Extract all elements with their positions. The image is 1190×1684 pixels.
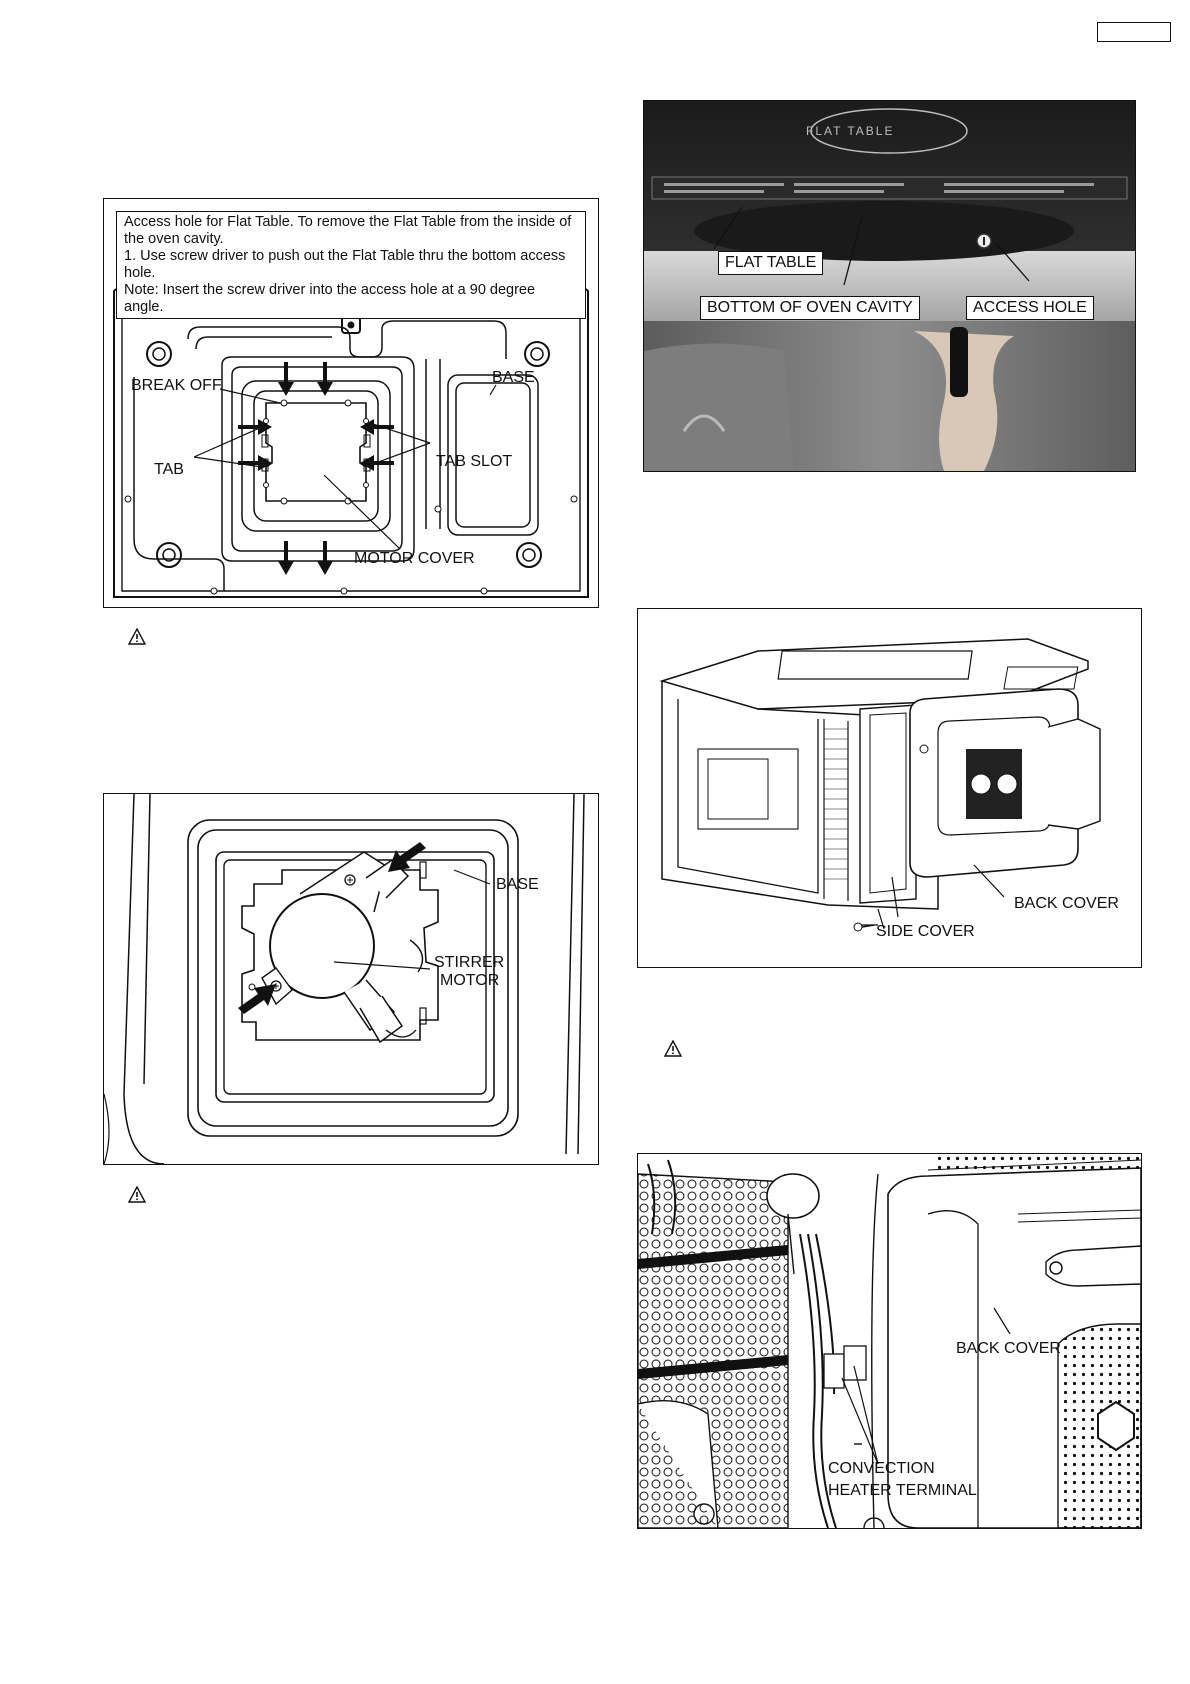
convection-label: CONVECTION (828, 1460, 935, 1477)
stirrer-motor-drawing (104, 794, 585, 1164)
oven-assembly-drawing (659, 638, 1101, 932)
warning-icon (664, 1040, 682, 1057)
figure-stirrer-motor: BASE STIRRER MOTOR (103, 793, 599, 1165)
base-label: BASE (492, 369, 535, 386)
note-line: 1. Use screw driver to push out the Flat… (124, 248, 566, 281)
flat-table-photo (644, 101, 1135, 471)
access-hole-label: ACCESS HOLE (966, 296, 1094, 320)
side-cover-label: SIDE COVER (876, 923, 975, 940)
note-line: Access hole for Flat Table. To remove th… (124, 214, 572, 247)
bottom-of-oven-cavity-label: BOTTOM OF OVEN CAVITY (700, 296, 920, 320)
page-number-box (1097, 22, 1171, 42)
warning-icon (128, 628, 146, 645)
access-hole-note: Access hole for Flat Table. To remove th… (116, 211, 586, 319)
arrow-icon (238, 362, 394, 575)
motor-cover-drawing (113, 260, 589, 598)
warning-icon (128, 1186, 146, 1203)
break-off-label: BREAK OFF (131, 377, 222, 394)
flat-table-print: FLAT TABLE (806, 124, 895, 138)
figure-back-side-cover: BACK COVER SIDE COVER (637, 608, 1142, 968)
stirrer-motor-label-2: MOTOR (440, 972, 500, 989)
figure-heater-terminal: BACK COVER CONVECTION HEATER TERMINAL (637, 1153, 1142, 1529)
flat-table-label: FLAT TABLE (718, 251, 824, 275)
screw-icon (853, 922, 875, 932)
arrow-icon (238, 842, 426, 1014)
figure-motor-cover: Access hole for Flat Table. To remove th… (103, 198, 599, 608)
back-cover-label: BACK COVER (1014, 895, 1119, 912)
tab-label: TAB (154, 461, 184, 478)
heater-terminal-drawing (638, 1154, 1141, 1528)
tab-slot-label: TAB SLOT (436, 453, 513, 470)
base-label: BASE (496, 876, 539, 893)
back-cover-label: BACK COVER (956, 1340, 1061, 1357)
note-line: Note: Insert the screw driver into the a… (124, 282, 536, 315)
motor-cover-label: MOTOR COVER (354, 550, 475, 567)
stirrer-motor-label-1: STIRRER (434, 954, 505, 971)
figure-flat-table-photo: FLAT TABLE FLAT TABLE BOTTOM OF OVEN CAV… (643, 100, 1136, 472)
heater-terminal-label: HEATER TERMINAL (828, 1482, 977, 1499)
